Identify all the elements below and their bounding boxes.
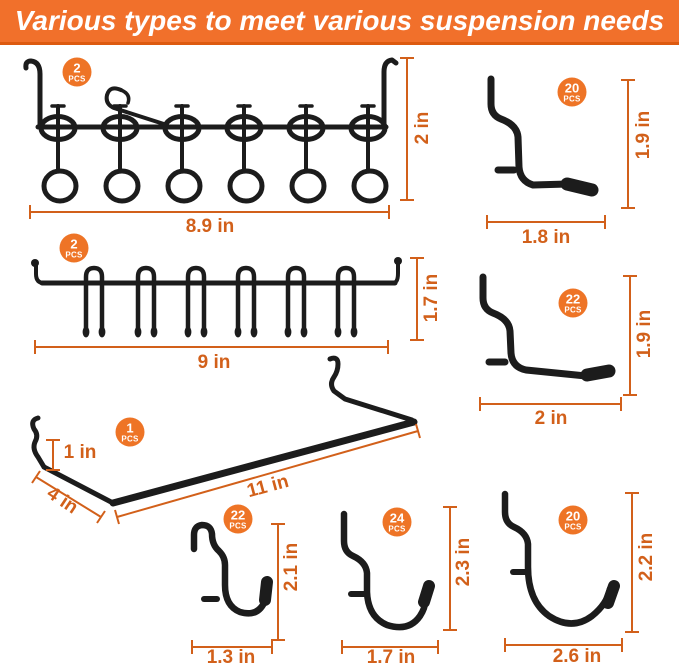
dim-lines-shelf <box>31 423 421 525</box>
dim-lines-wrench-rack <box>34 257 424 354</box>
badge-unit: PCS <box>564 305 582 314</box>
badge-unit: PCS <box>564 522 582 531</box>
dim-label-j-hook-medium-width: 1.7 in <box>366 647 416 668</box>
dim-label-wrench-rack-width: 9 in <box>197 352 231 373</box>
badge-count: 22 <box>230 507 246 522</box>
dim-lines-curved-hook-small <box>486 79 635 229</box>
wrench-rack-drawing <box>31 257 402 338</box>
dim-label-curved-hook-small-height: 1.9 in <box>633 110 654 160</box>
quantity-badge-j-hook-small: 22 PCS <box>223 504 253 534</box>
dim-label-shelf-height: 1 in <box>63 442 97 463</box>
dim-label-ring-rack-height: 2 in <box>412 111 433 145</box>
badge-unit: PCS <box>121 434 139 443</box>
badge-unit: PCS <box>65 250 83 259</box>
header-banner: Various types to meet various suspension… <box>0 0 679 45</box>
dim-label-j-hook-small-height: 2.1 in <box>281 542 302 592</box>
curved-j-hook-drawing <box>501 490 620 627</box>
dim-label-curved-hook-small-width: 1.8 in <box>521 227 571 248</box>
badge-count: 20 <box>564 80 580 95</box>
badge-unit: PCS <box>229 521 247 530</box>
shelf-rail-drawing <box>30 355 418 507</box>
quantity-badge-wrench-rack: 2 PCS <box>59 233 89 263</box>
badge-unit: PCS <box>388 524 406 533</box>
dim-label-curved-j-hook-height: 2.2 in <box>636 532 657 582</box>
dim-lines-curved-hook-large <box>479 275 637 411</box>
badge-unit: PCS <box>563 94 581 103</box>
header-title: Various types to meet various suspension… <box>14 5 665 36</box>
dim-label-j-hook-small-width: 1.3 in <box>206 647 256 668</box>
curved-hook-large-drawing <box>479 273 616 382</box>
curved-hook-small-drawing <box>487 75 599 197</box>
badge-count: 2 <box>70 236 78 251</box>
dim-label-curved-j-hook-width: 2.6 in <box>552 646 602 667</box>
quantity-badge-ring-rack: 2 PCS <box>62 57 92 87</box>
dim-lines-j-hook-small <box>191 523 285 654</box>
dim-lines-j-hook-medium <box>341 506 457 654</box>
dim-label-curved-hook-large-width: 2 in <box>534 408 568 429</box>
quantity-badge-curved-j-hook: 20 PCS <box>558 505 588 535</box>
dim-label-ring-rack-width: 8.9 in <box>185 216 235 237</box>
badge-count: 1 <box>126 420 134 435</box>
quantity-badge-curved-hook-small: 20 PCS <box>557 77 587 107</box>
badge-count: 2 <box>73 60 81 75</box>
badge-count: 24 <box>389 510 405 525</box>
ring-tool-holder-drawing <box>23 57 399 204</box>
badge-unit: PCS <box>68 74 86 83</box>
quantity-badge-curved-hook-large: 22 PCS <box>558 288 588 318</box>
badge-count: 22 <box>565 291 581 306</box>
badge-count: 20 <box>565 508 581 523</box>
dim-lines-curved-j-hook <box>504 492 639 652</box>
dim-label-wrench-rack-height: 1.7 in <box>421 273 442 323</box>
j-hook-small-drawing <box>190 521 273 617</box>
dim-lines-ring-rack <box>29 57 414 219</box>
j-hook-medium-drawing <box>340 510 435 631</box>
dim-label-curved-hook-large-height: 1.9 in <box>634 309 655 359</box>
quantity-badge-j-hook-medium: 24 PCS <box>382 507 412 537</box>
quantity-badge-shelf: 1 PCS <box>115 417 145 447</box>
dim-label-j-hook-medium-height: 2.3 in <box>453 537 474 587</box>
